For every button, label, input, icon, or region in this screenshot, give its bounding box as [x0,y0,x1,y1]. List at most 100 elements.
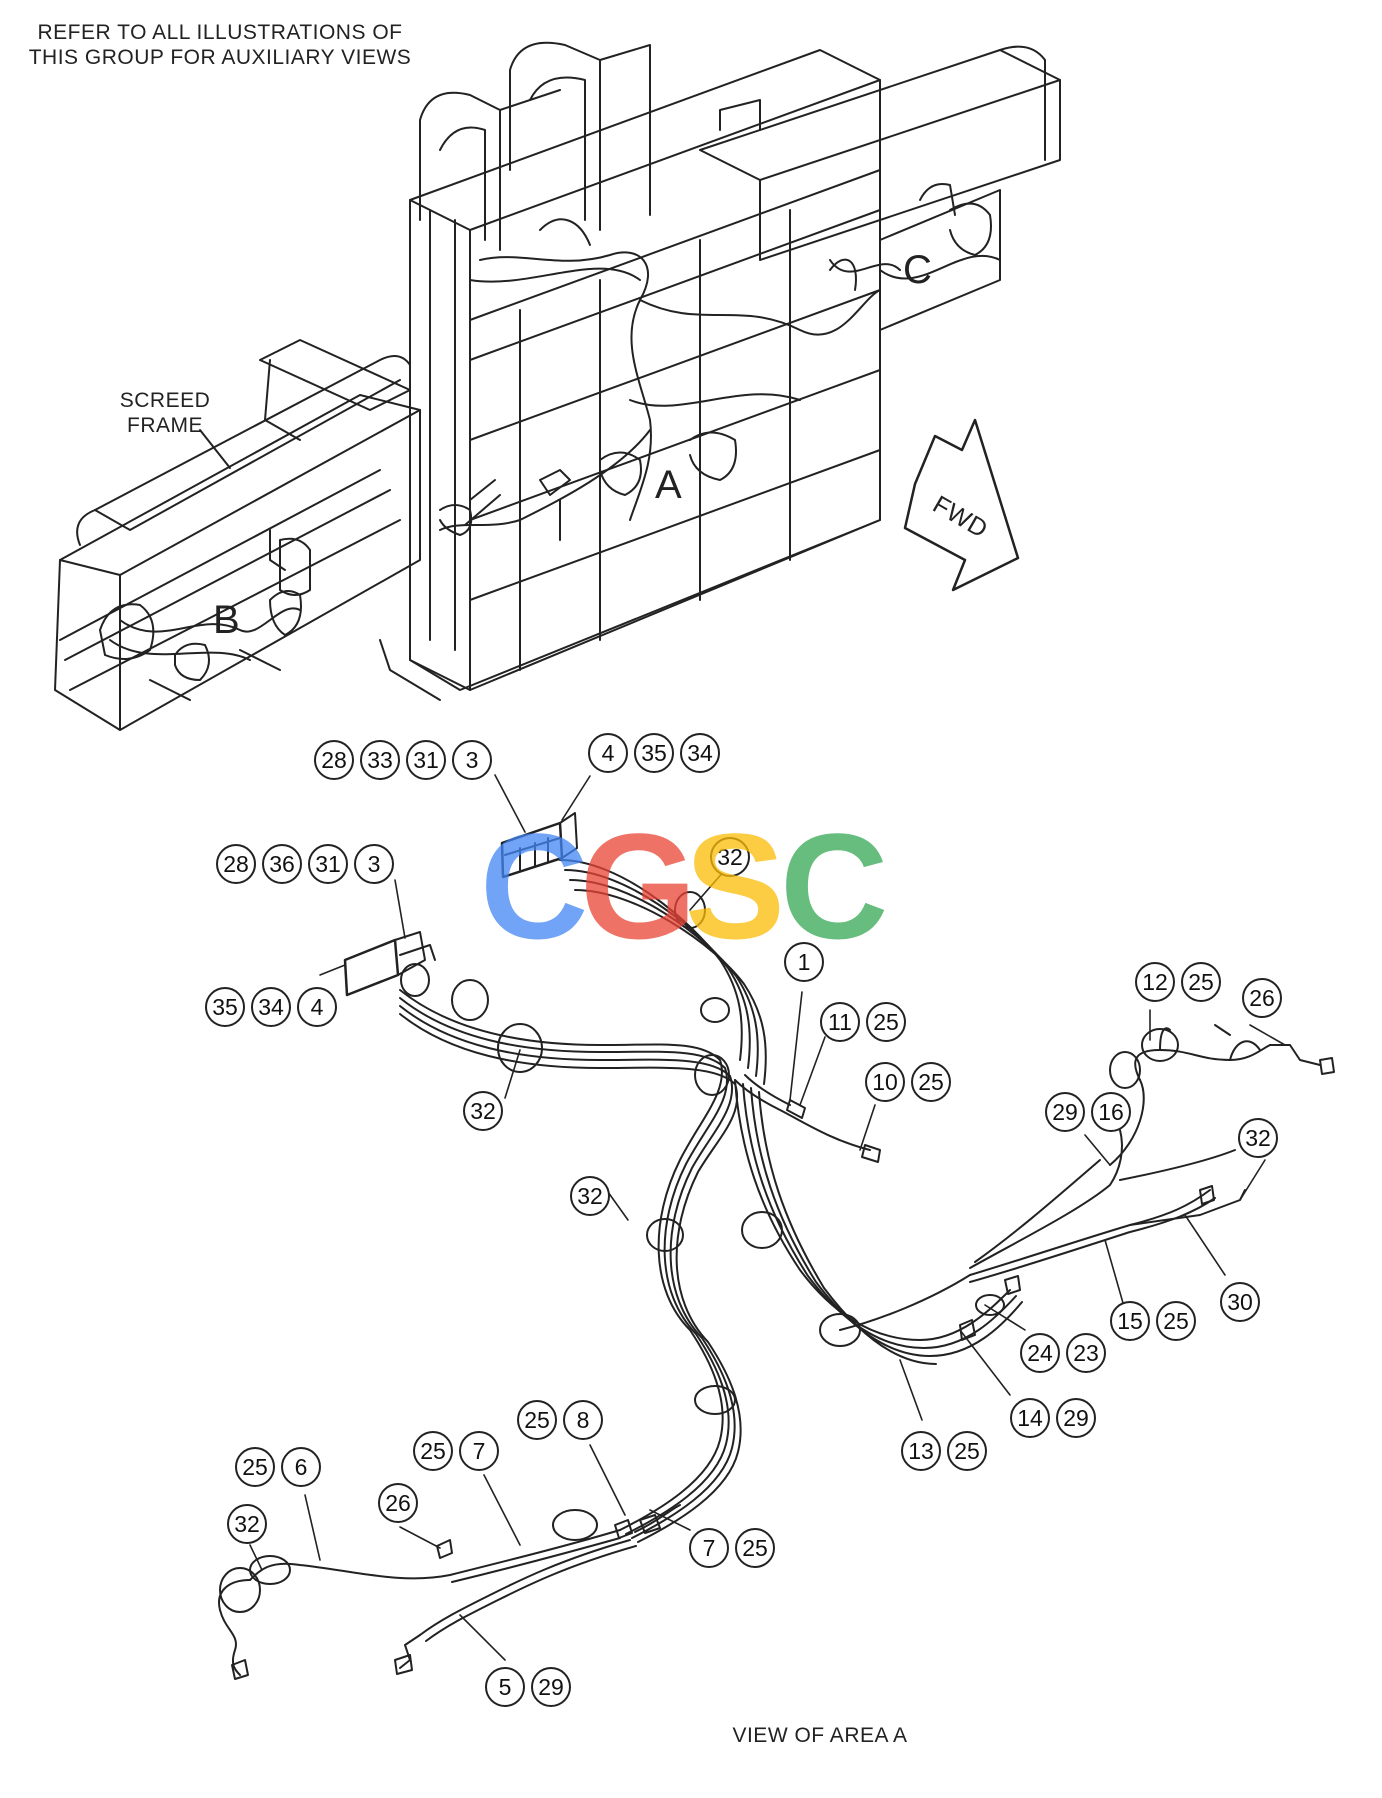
callout-bubble [680,733,720,773]
callout-bubble [820,1002,860,1042]
callout-leaders [249,774,1286,1661]
callout-number: 30 [1227,1289,1253,1315]
callout-number: 25 [742,1535,768,1561]
screed-frame-line-1: SCREED [119,389,211,412]
callout-number: 5 [499,1674,512,1700]
screed-frame-line-2: FRAME [127,414,203,437]
callout-bubble [784,942,824,982]
callout-bubble [1135,962,1175,1002]
callout-number: 28 [223,851,249,877]
callout-number: 8 [577,1407,590,1433]
callout-bubble [314,740,354,780]
callout-number: 12 [1142,969,1168,995]
callout-number: 7 [473,1438,486,1464]
area-label-c: C [903,248,932,292]
watermark-letter-3: S [685,802,786,970]
screed-frame-drawing [54,41,1061,731]
callout-bubble [563,1400,603,1440]
callout-bubble [485,1667,525,1707]
callout-bubble [911,1062,951,1102]
view-caption: VIEW OF AREA A [732,1724,908,1747]
callout-number: 32 [234,1511,260,1537]
callout-bubble [354,844,394,884]
callout-bubble [517,1400,557,1440]
watermark-letter-2: G [580,802,697,970]
callout-number: 25 [524,1407,550,1433]
callout-number: 32 [470,1098,496,1124]
callout-bubble [1010,1398,1050,1438]
callout-number: 25 [420,1438,446,1464]
watermark-letter-4: C [780,802,889,970]
callout-bubble [1242,978,1282,1018]
callout-bubble [406,740,446,780]
callout-bubble [1181,962,1221,1002]
callout-bubble [947,1431,987,1471]
callout-number: 34 [687,740,713,766]
callout-bubble [251,987,291,1027]
callout-number: 32 [1245,1125,1271,1151]
callout-number: 25 [1163,1308,1189,1334]
callout-bubble [205,987,245,1027]
callout-bubble [308,844,348,884]
callout-bubble [235,1447,275,1487]
callout-bubble [634,733,674,773]
callout-bubble [710,837,750,877]
screed-frame-label: SCREED FRAME [105,388,225,438]
callout-bubble [360,740,400,780]
callout-bubble [735,1528,775,1568]
callout-bubble [1238,1118,1278,1158]
callout-number: 32 [717,844,743,870]
harness-drawing [218,812,1335,1680]
callout-bubble [1066,1333,1106,1373]
callout-number: 23 [1073,1340,1099,1366]
callout-number: 25 [242,1454,268,1480]
callout-number: 31 [315,851,341,877]
callout-bubble [262,844,302,884]
callout-number: 25 [918,1069,944,1095]
callout-bubble [1056,1398,1096,1438]
callout-number: 3 [368,851,381,877]
callout-number: 25 [954,1438,980,1464]
callout-bubble [452,740,492,780]
callout-number: 10 [872,1069,898,1095]
callout-bubble [1091,1092,1131,1132]
callout-bubble [378,1483,418,1523]
callout-number: 34 [258,994,284,1020]
callout-number: 13 [908,1438,934,1464]
callout-bubble [901,1431,941,1471]
callout-bubble [570,1176,610,1216]
callout-number: 33 [367,747,393,773]
callout-bubble [865,1062,905,1102]
callout-number: 25 [1188,969,1214,995]
callout-bubble [531,1667,571,1707]
callout-number: 36 [269,851,295,877]
callout-bubble [216,844,256,884]
callout-bubble [459,1431,499,1471]
callout-bubble [1220,1282,1260,1322]
callout-number: 6 [295,1454,308,1480]
callout-number: 3 [466,747,479,773]
callout-number: 35 [641,740,667,766]
callout-bubble [1020,1333,1060,1373]
callout-number: 14 [1017,1405,1043,1431]
callout-bubble [227,1504,267,1544]
refer-note: REFER TO ALL ILLUSTRATIONS OF THIS GROUP… [20,20,420,70]
callout-bubble [281,1447,321,1487]
callout-number: 16 [1098,1099,1124,1125]
callout-bubble [1156,1301,1196,1341]
callout-number: 11 [828,1009,852,1035]
callout-number: 1 [798,949,811,975]
area-label-b: B [213,598,240,642]
area-label-a: A [655,463,682,507]
callout-number: 7 [703,1535,716,1561]
refer-note-line-1: REFER TO ALL ILLUSTRATIONS OF [37,21,403,44]
callout-number: 32 [577,1183,603,1209]
callout-number: 35 [212,994,238,1020]
watermark-logo: C G S C [480,800,900,970]
callout-number: 29 [1052,1099,1078,1125]
callout-number: 25 [873,1009,899,1035]
callout-number: 15 [1117,1308,1143,1334]
callout-bubble [866,1002,906,1042]
callout-bubble [689,1528,729,1568]
